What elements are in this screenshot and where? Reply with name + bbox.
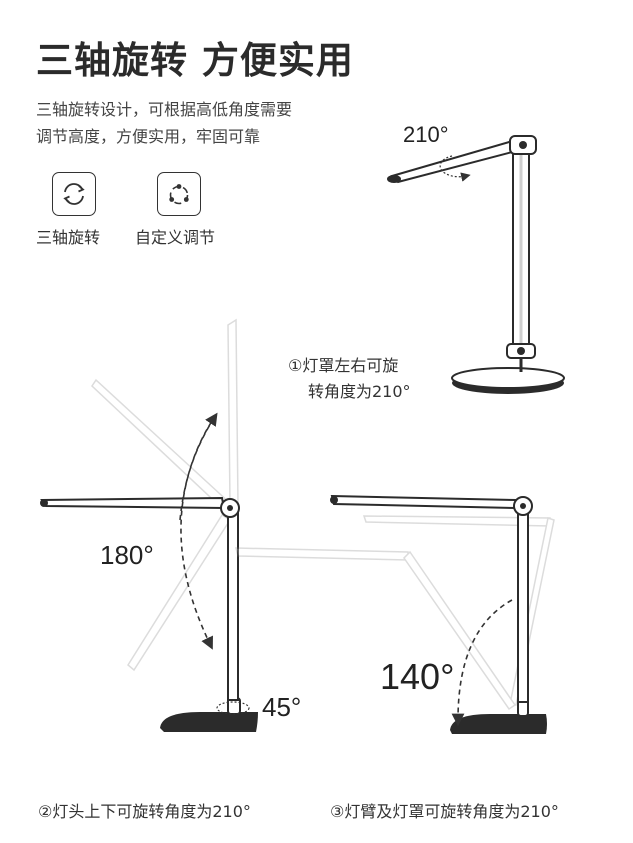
custom-adjust-icon [157, 172, 201, 216]
feature-label-rotate: 三轴旋转 [36, 228, 101, 247]
lamp-3-illustration [235, 494, 555, 734]
description-line-1: 三轴旋转设计，可根据高低角度需要 [36, 100, 293, 119]
description-line-2: 调节高度，方便实用，牢固可靠 [36, 127, 261, 146]
lamp-2-angle-main: 180° [100, 540, 154, 570]
feature-description: 三轴旋转设计，可根据高低角度需要 调节高度，方便实用，牢固可靠 [36, 96, 356, 150]
lamp-1-angle: 210° [403, 122, 449, 147]
lamp-3-caption: ③灯臂及灯罩可旋转角度为210° [330, 802, 559, 821]
feature-label-custom: 自定义调节 [135, 228, 216, 247]
lamp-1-illustration [387, 135, 565, 394]
lamp-3-angle: 140° [380, 656, 455, 697]
lamp-2-caption: ②灯头上下可旋转角度为210° [38, 802, 251, 821]
rotate-arrows-icon [52, 172, 96, 216]
page-title: 三轴旋转 方便实用 [36, 39, 354, 82]
lamp-2-illustration [40, 318, 258, 732]
lamp-1-caption-line-1: ①灯罩左右可旋 [288, 356, 399, 375]
lamp-2-angle-base: 45° [262, 692, 302, 722]
lamp-1-caption-line-2: 转角度为210° [308, 382, 411, 401]
